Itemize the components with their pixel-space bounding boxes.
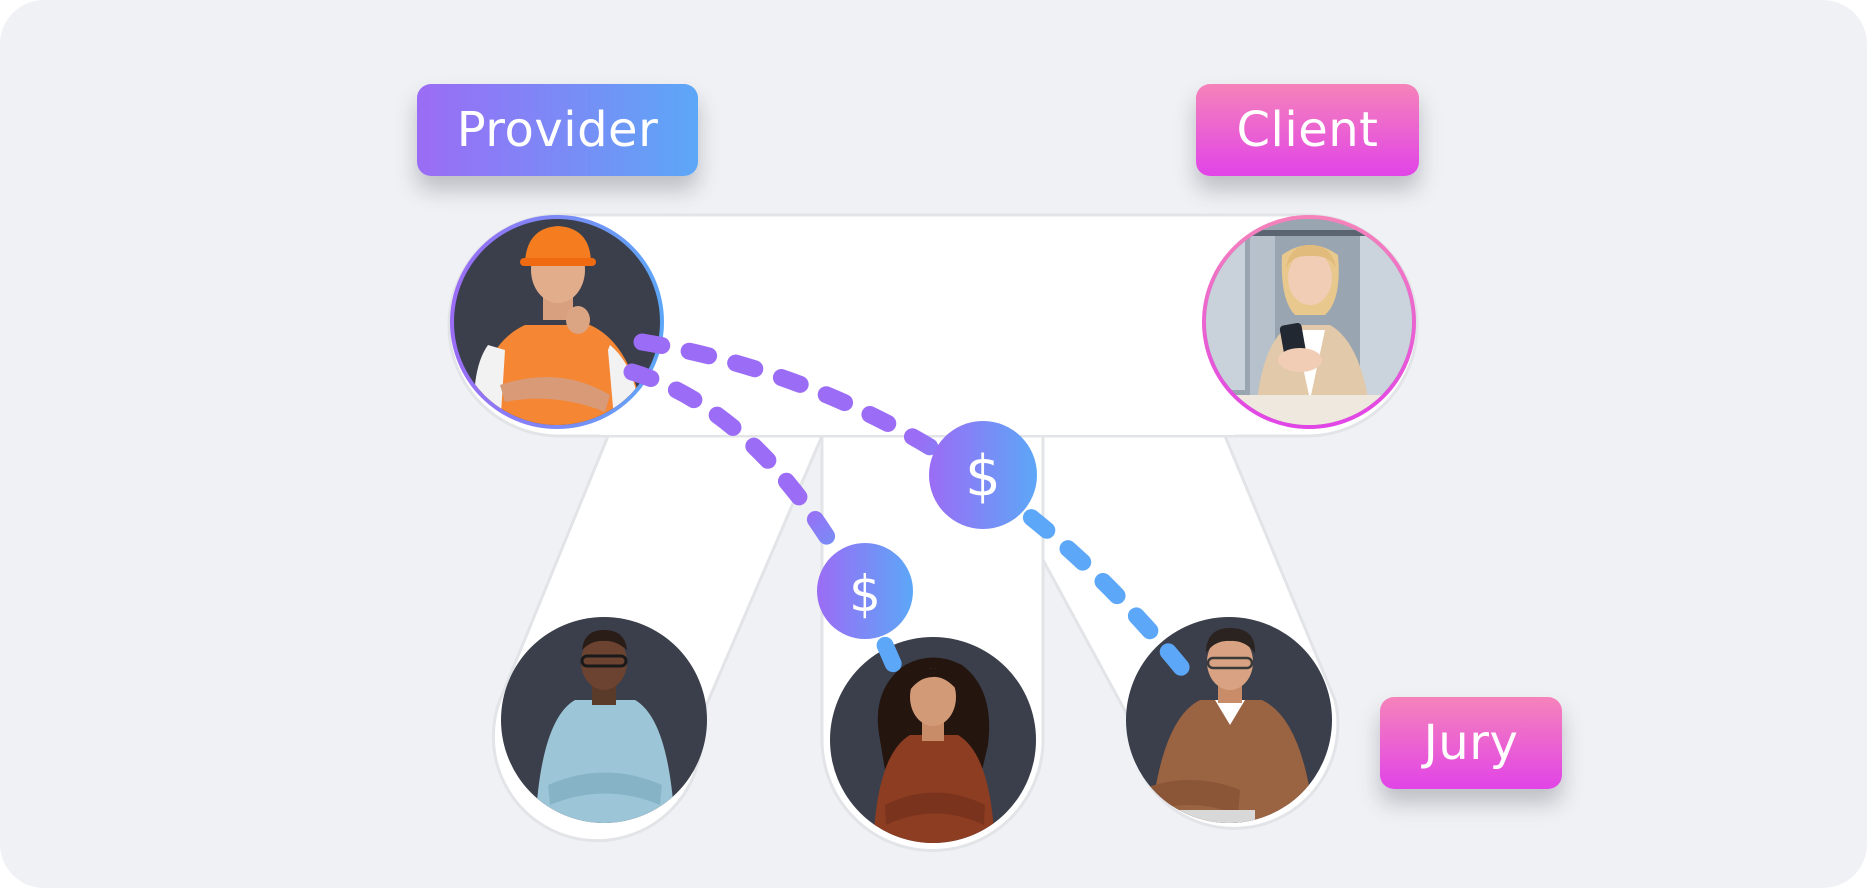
client-avatar <box>1202 215 1416 429</box>
jury-avatar-3 <box>1126 617 1332 823</box>
jury-label: Jury <box>1380 697 1562 789</box>
provider-avatar <box>450 215 664 429</box>
lower-coin-symbol: $ <box>849 565 881 623</box>
provider-label: Provider <box>417 84 698 176</box>
lower-coin: $ <box>817 543 913 639</box>
jury-avatar-1 <box>501 617 707 823</box>
client-face-shape <box>1288 251 1332 305</box>
jury2-blouse-shape <box>873 735 995 843</box>
upper-coin: $ <box>929 421 1037 529</box>
upper-coin-symbol: $ <box>965 444 1001 509</box>
jury-avatar-2 <box>830 637 1036 843</box>
client-label: Client <box>1196 84 1419 176</box>
provider-hardhat-shape <box>525 226 591 262</box>
jury1-face-shape <box>581 634 627 690</box>
jury2-face-shape <box>910 668 956 726</box>
jury3-face-shape <box>1207 634 1253 690</box>
